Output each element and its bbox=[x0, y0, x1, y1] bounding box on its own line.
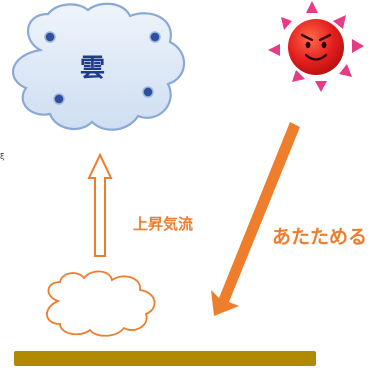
warming-arrow bbox=[211, 122, 300, 316]
ground-bar bbox=[14, 351, 316, 366]
cloud-dot bbox=[44, 31, 56, 43]
edge-mark: ξ bbox=[0, 152, 5, 161]
small-cloud-icon bbox=[46, 270, 156, 337]
sun-face-icon bbox=[268, 1, 364, 92]
updraft-arrow bbox=[87, 152, 113, 257]
warming-label: あたためる bbox=[272, 226, 368, 248]
updraft-label: 上昇気流 bbox=[133, 215, 194, 233]
cloud-dot bbox=[149, 31, 161, 43]
cloud-dot bbox=[142, 86, 154, 98]
cloud-icon bbox=[11, 2, 186, 131]
cloud-label: 雲 bbox=[80, 53, 106, 82]
cloud-dot bbox=[53, 93, 65, 105]
